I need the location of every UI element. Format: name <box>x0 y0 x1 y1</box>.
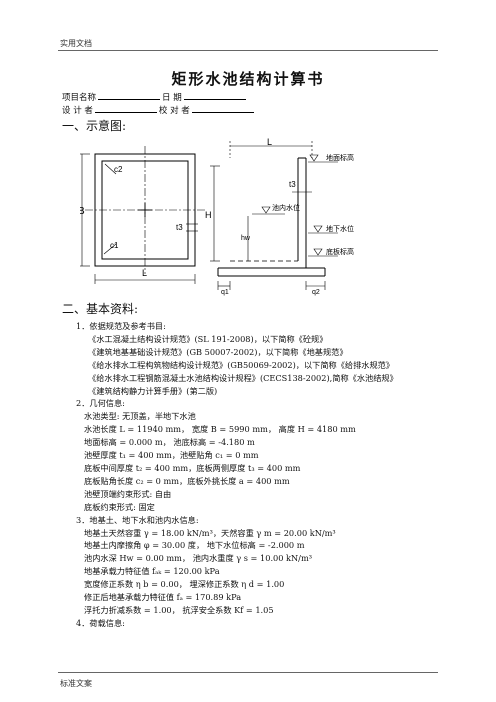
geom-line: 地面标高 = 0.000 m， 池底标高 = -4.180 m <box>84 437 255 448</box>
checker-label: 校 对 者 <box>158 106 190 116</box>
soil-line: 池内水深 Hw = 0.00 mm， 池内水重度 γ s = 10.00 kN/… <box>84 553 312 564</box>
item-3-title: 3．地基土、地下水和池内水信息: <box>76 514 199 525</box>
ref-line: 《给水排水工程构筑物结构设计规范》(GB50069-2002)，以下简称《给排水… <box>88 359 395 370</box>
soil-line: 地基土天然容重 γ = 18.00 kN/m³，天然容重 γ m = 20.00… <box>84 527 336 538</box>
schematic-diagram: B L c2 c1 t3 <box>80 137 354 296</box>
geom-line: 底板贴角长度 c₂ = 0 mm，底板外挑长度 a = 400 mm <box>84 475 290 486</box>
date-label: 日 期 <box>162 93 182 103</box>
soil-line: 地基承载力特征值 fₐₖ = 120.00 kPa <box>84 566 220 577</box>
plan-label-b: B <box>80 206 85 217</box>
plan-label-c2: c2 <box>114 165 123 174</box>
section-label-q1: q1 <box>221 289 229 296</box>
info-row-1: 项目名称 日 期 <box>62 90 248 103</box>
designer-blank <box>94 103 157 113</box>
ref-line: 《建筑地基基础设计规范》(GB 50007-2002)，以下简称《地基规范》 <box>88 346 348 357</box>
geom-line: 水池长度 L = 11940 mm， 宽度 B = 5990 mm， 高度 H … <box>84 424 356 435</box>
geom-line: 池壁顶端约束形式: 自由 <box>84 488 172 499</box>
ref-line: 《建筑结构静力计算手册》(第二版) <box>88 385 218 396</box>
section-2-heading: 二、基本资料: <box>62 302 139 316</box>
geom-line: 底板中间厚度 t₂ = 400 mm，底板两侧厚度 t₃ = 400 mm <box>84 462 301 473</box>
ground-level-label: 地面标高 <box>326 153 354 162</box>
document-title: 矩形水池结构计算书 <box>171 70 325 88</box>
project-name-blank <box>98 90 161 100</box>
basic-data: 1．依据规范及参考书目: 《水工混凝土结构设计规范》(SL 191-2008)，… <box>62 320 442 630</box>
water-in-label: 池内水位 <box>272 203 300 212</box>
item-2-title: 2．几何信息: <box>76 398 125 409</box>
designer-label: 设 计 者 <box>62 106 93 116</box>
soil-line: 地基土内摩擦角 φ = 30.00 度， 地下水位标高 = -2.000 m <box>84 540 305 551</box>
soil-line: 浮托力折减系数 = 1.00， 抗浮安全系数 Kf = 1.05 <box>84 604 274 615</box>
soil-line: 宽度修正系数 η b = 0.00， 埋深修正系数 η d = 1.00 <box>84 579 285 590</box>
section-label-q2: q2 <box>312 289 320 296</box>
section-view <box>210 141 338 290</box>
section-label-hw: hw <box>241 235 251 242</box>
section-label-t3: t3 <box>289 180 296 189</box>
footer-rule <box>58 672 438 673</box>
geom-line: 底板约束形式: 固定 <box>84 501 155 512</box>
plan-label-t3: t3 <box>176 223 183 232</box>
section-label-h: H <box>205 210 212 220</box>
item-1-title: 1．依据规范及参考书目: <box>76 321 166 331</box>
plan-view <box>80 146 205 284</box>
item-4-title: 4．荷载信息: <box>76 617 125 628</box>
ref-line: 《水工混凝土结构设计规范》(SL 191-2008)，以下简称《砼规》 <box>88 333 328 344</box>
plan-label-c1: c1 <box>110 241 119 250</box>
date-blank <box>183 90 246 100</box>
section-label-l: L <box>267 137 272 147</box>
geom-line: 水池类型: 无顶盖，半地下水池 <box>84 411 196 422</box>
page-footer: 标准文案 <box>60 679 92 688</box>
page-header: 实用文档 <box>60 39 92 48</box>
ground-water-label: 地下水位 <box>326 224 354 233</box>
section-1-heading: 一、示意图: <box>62 119 127 133</box>
soil-line: 修正后地基承载力特征值 fₐ = 170.89 kPa <box>84 592 242 603</box>
header-rule <box>58 50 438 51</box>
info-row-2: 设 计 者校 对 者 <box>62 103 256 116</box>
checker-blank <box>191 103 254 113</box>
bottom-level-label: 底板标高 <box>326 247 354 256</box>
project-name-label: 项目名称 <box>62 93 97 103</box>
ref-line: 《给水排水工程钢筋混凝土水池结构设计规程》(CECS138-2002),简称《水… <box>88 372 398 383</box>
geom-line: 池壁厚度 t₁ = 400 mm，池壁贴角 c₁ = 0 mm <box>84 450 259 461</box>
plan-label-l: L <box>142 268 147 278</box>
